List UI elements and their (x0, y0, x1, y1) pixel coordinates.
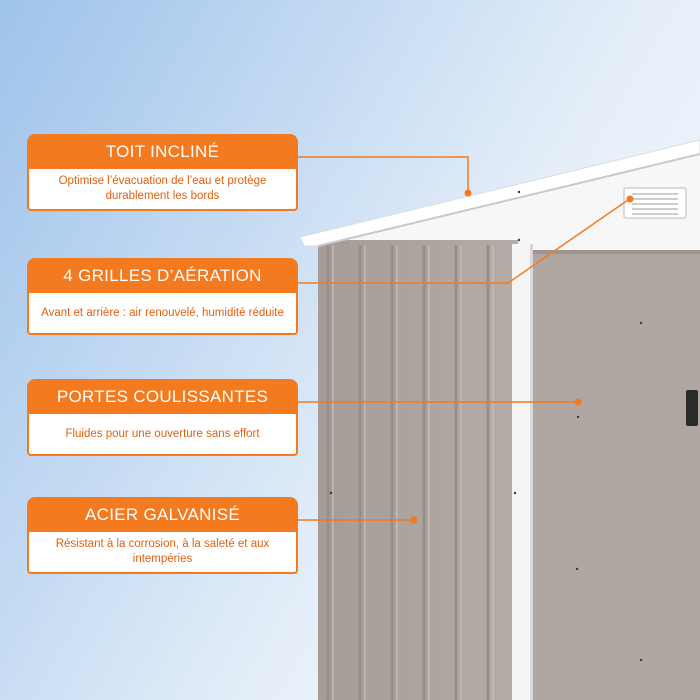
callout-text: Fluides pour une ouverture sans effort (27, 414, 298, 456)
corrugation-ribs (326, 245, 490, 700)
callout-text: Optimise l’évacuation de l’eau et protèg… (27, 169, 298, 211)
sliding-door (533, 250, 700, 700)
door-handle-icon (686, 390, 698, 426)
callout-title: ACIER GALVANISÉ (27, 497, 298, 532)
callout-title: TOIT INCLINÉ (27, 134, 298, 169)
screw-dots (329, 190, 643, 662)
callout-ventilation: 4 GRILLES D’AÉRATION Avant et arrière : … (27, 258, 298, 335)
callout-text: Avant et arrière : air renouvelé, humidi… (27, 293, 298, 335)
vent-grille-icon (623, 187, 687, 219)
callout-sloped-roof: TOIT INCLINÉ Optimise l’évacuation de l’… (27, 134, 298, 211)
callout-galvanized-steel: ACIER GALVANISÉ Résistant à la corrosion… (27, 497, 298, 574)
callout-title: PORTES COULISSANTES (27, 379, 298, 414)
leader-dots (410, 189, 634, 524)
callout-title: 4 GRILLES D’AÉRATION (27, 258, 298, 293)
callout-sliding-doors: PORTES COULISSANTES Fluides pour une ouv… (27, 379, 298, 456)
shed-side-wall (318, 240, 518, 700)
leader-lines (298, 156, 629, 521)
callout-text: Résistant à la corrosion, à la saleté et… (27, 532, 298, 574)
corner-trim (512, 244, 532, 700)
